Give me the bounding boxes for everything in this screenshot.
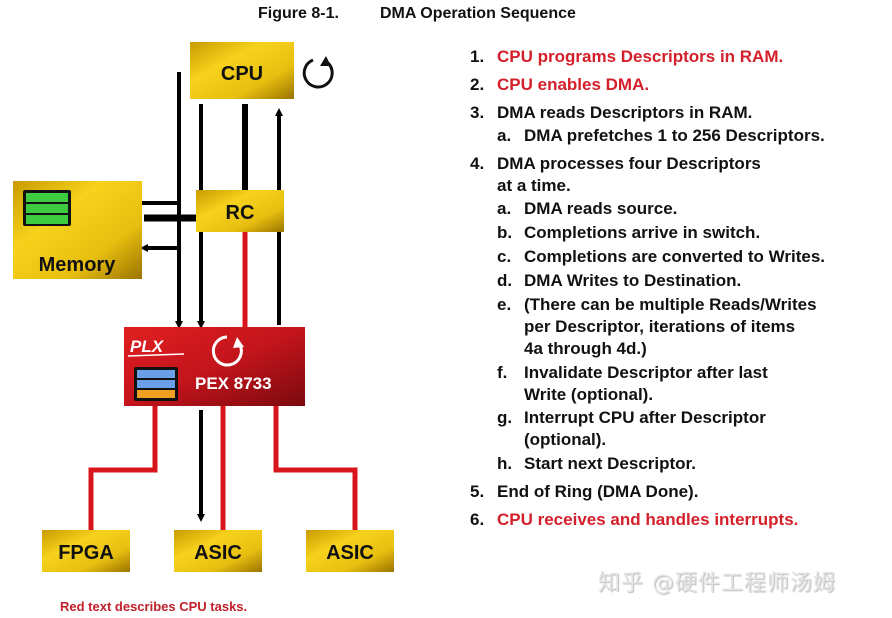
legend-note: Red text describes CPU tasks. <box>60 599 248 614</box>
endpoint-asic-2: ASIC <box>306 530 394 572</box>
endpoint-asic-1: ASIC <box>174 530 262 572</box>
memory-block: Memory <box>13 181 142 279</box>
endpoint-label: ASIC <box>326 542 374 564</box>
switch-block: PLX PEX 8733 <box>124 327 305 406</box>
memory-descriptor-icon <box>23 190 71 226</box>
cpu-block: CPU <box>190 42 294 99</box>
memory-label: Memory <box>39 254 117 276</box>
rc-block: RC <box>196 190 284 232</box>
endpoint-fpga: FPGA <box>42 530 130 572</box>
switch-descriptor-icon <box>134 367 178 401</box>
endpoint-label: FPGA <box>58 542 114 564</box>
cpu-label: CPU <box>221 63 263 85</box>
figure-number: Figure 8-1. <box>258 5 339 22</box>
endpoint-label: ASIC <box>194 542 242 564</box>
watermark: 知乎 @硬件工程师汤姆 <box>598 571 836 596</box>
link-switch-asic2 <box>273 405 358 530</box>
switch-loop-icon <box>211 335 244 367</box>
rc-label: RC <box>226 202 255 224</box>
data-flow-arrows <box>84 72 283 522</box>
pcie-links <box>88 232 358 530</box>
figure-caption: DMA Operation Sequence <box>380 5 576 22</box>
cpu-loop-icon <box>302 56 334 89</box>
switch-label: PEX 8733 <box>195 374 272 393</box>
link-switch-fpga <box>88 405 158 530</box>
plx-logo: PLX <box>130 337 165 356</box>
